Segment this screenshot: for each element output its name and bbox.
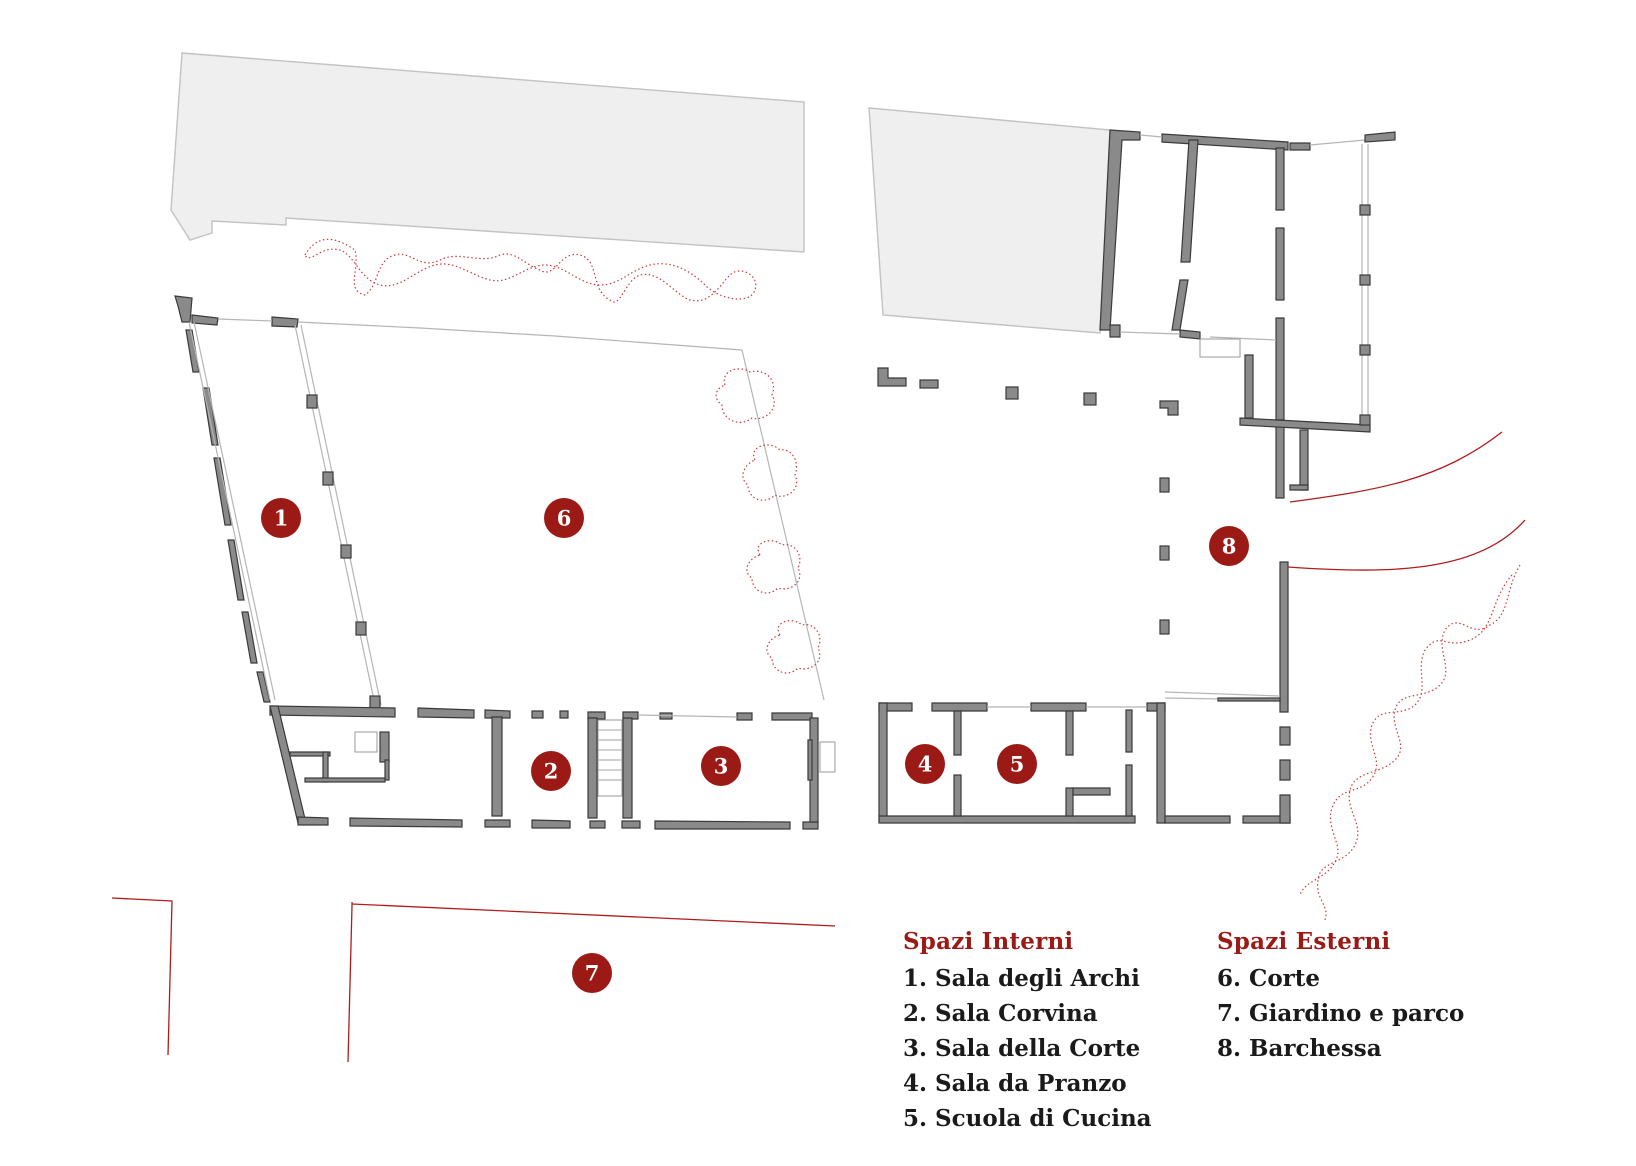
- marker-1-label: 1: [274, 506, 289, 531]
- marker-7-label: 7: [585, 961, 600, 986]
- legend-interni: Spazi Interni 1. Sala degli Archi 2. Sal…: [903, 928, 1152, 1136]
- vegetation: [304, 238, 1521, 921]
- marker-3: 3: [701, 746, 741, 786]
- marker-7: 7: [572, 953, 612, 993]
- legend-item: 8. Barchessa: [1217, 1035, 1382, 1062]
- legend-item: 4. Sala da Pranzo: [903, 1070, 1127, 1097]
- marker-6: 6: [544, 498, 584, 538]
- northeast-building: [1099, 129, 1396, 499]
- marker-5: 5: [997, 744, 1037, 784]
- south-building: [269, 705, 836, 830]
- left-wing: [174, 295, 743, 710]
- legend-item: 2. Sala Corvina: [903, 1000, 1098, 1027]
- marker-5-label: 5: [1010, 752, 1025, 777]
- marker-4-label: 4: [918, 752, 933, 777]
- marker-4: 4: [905, 744, 945, 784]
- legend-item: 6. Corte: [1217, 965, 1321, 992]
- legend-item: 3. Sala della Corte: [903, 1035, 1141, 1062]
- neighbor-building-right: [868, 107, 1111, 334]
- legend-esterni: Spazi Esterni 6. Corte 7. Giardino e par…: [1217, 928, 1464, 1066]
- legend-item: 1. Sala degli Archi: [903, 965, 1140, 992]
- marker-1: 1: [261, 498, 301, 538]
- marker-8: 8: [1209, 526, 1249, 566]
- marker-2: 2: [531, 751, 571, 791]
- barchessa-pillars: [877, 367, 1179, 635]
- property-boundaries: [111, 431, 1526, 1063]
- legend-esterni-title: Spazi Esterni: [1217, 928, 1391, 955]
- legend-item: 5. Scuola di Cucina: [903, 1105, 1152, 1132]
- marker-2-label: 2: [544, 759, 559, 784]
- legend-esterni-list: 6. Corte 7. Giardino e parco 8. Barchess…: [1217, 961, 1464, 1066]
- legend-interni-list: 1. Sala degli Archi 2. Sala Corvina 3. S…: [903, 961, 1152, 1136]
- legend-item: 7. Giardino e parco: [1217, 1000, 1465, 1027]
- marker-3-label: 3: [714, 754, 729, 779]
- marker-6-label: 6: [557, 506, 572, 531]
- legend-interni-title: Spazi Interni: [903, 928, 1074, 955]
- neighbor-building-left: [170, 52, 805, 253]
- central-building: [878, 561, 1291, 824]
- marker-8-label: 8: [1222, 534, 1237, 559]
